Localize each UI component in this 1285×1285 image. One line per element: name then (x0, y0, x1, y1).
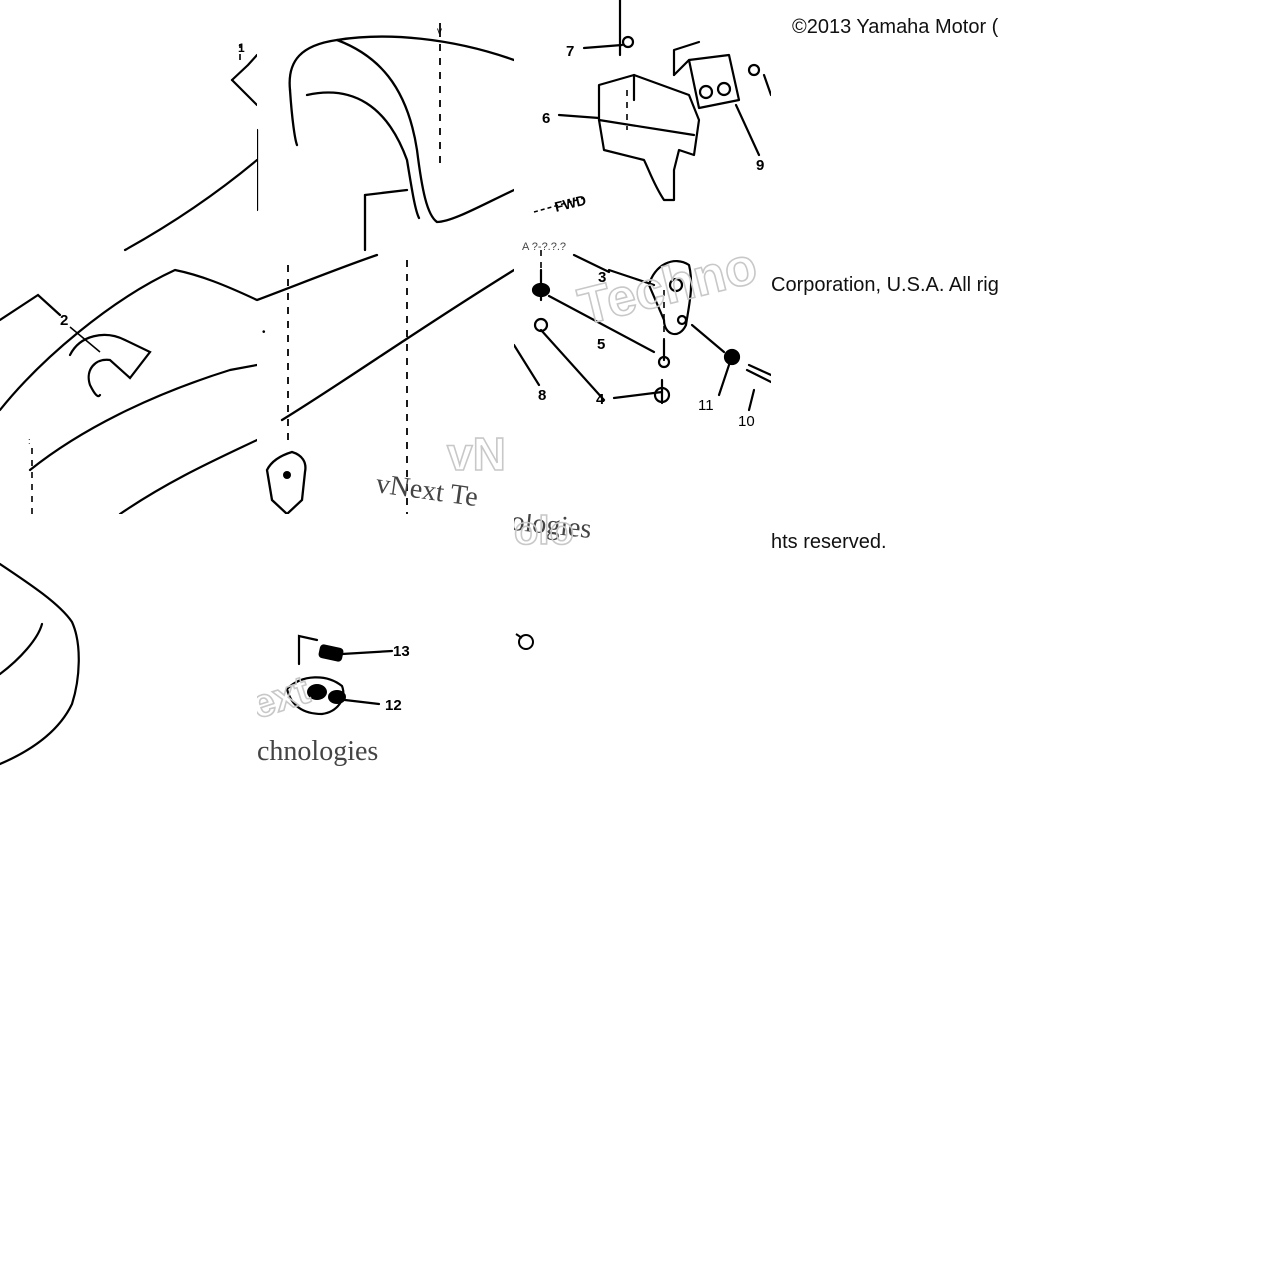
hull-marker: : (28, 436, 31, 446)
watermark-outline-2: olo (514, 514, 574, 548)
diagram-tile-fragment-nut (514, 626, 544, 656)
svg-text:FWD: FWD (553, 192, 588, 215)
callout-10: 10 (738, 413, 755, 430)
callout-6: 6 (542, 110, 550, 127)
hull-lower-drawing (0, 562, 80, 766)
copyright-line-3: hts reserved. (771, 531, 887, 553)
callout-3: 3 (598, 269, 606, 286)
diagram-tile-hull: 2 1 : (0, 0, 257, 514)
watermark-e: ext (257, 668, 315, 728)
clamp-drawing: 13 12 chnologies ext (257, 634, 410, 767)
callout-12: 12 (385, 697, 402, 714)
stamp-note: A ?-?.?.? (522, 241, 566, 253)
callout-13: 13 (393, 643, 410, 660)
seat-drawing: v • vNext Te vN (257, 22, 514, 514)
callout-8: 8 (538, 387, 546, 404)
callout-4: 4 (596, 391, 605, 408)
callout-5: 5 (597, 336, 605, 353)
diagram-tile-clamp: 13 12 chnologies ext (257, 514, 411, 771)
hull-drawing: 2 1 : (0, 41, 257, 514)
seat-mark: • (262, 327, 266, 338)
copyright-line-1: ©2013 Yamaha Motor ( (792, 16, 999, 38)
callout-11: 11 (698, 397, 714, 414)
fwd-stamp: FWD (533, 192, 588, 215)
diagram-tile-fragment-watermark: ologies olo (514, 514, 668, 548)
diagram-tile-hull-lower (0, 514, 257, 771)
diagram-tile-seat: v • vNext Te vN (257, 0, 514, 514)
callout-y: v (437, 26, 442, 37)
callout-1: 1 (238, 41, 245, 55)
watermark-d: chnologies (257, 736, 378, 767)
watermark-c: Techno (573, 237, 763, 337)
diagram-tile-bracket: FWD A ?-?.?.? 7 6 9 3 5 8 4 11 10 Techno (514, 0, 771, 514)
watermark-outline-1: vN (447, 428, 506, 480)
callout-9: 9 (756, 157, 764, 174)
callout-7: 7 (566, 43, 574, 60)
bracket-drawing: FWD A ?-?.?.? 7 6 9 3 5 8 4 11 10 Techno (514, 0, 771, 430)
nut-fragment (515, 633, 534, 650)
copyright-line-2: Corporation, U.S.A. All rig (771, 274, 999, 296)
callout-2: 2 (60, 312, 68, 329)
